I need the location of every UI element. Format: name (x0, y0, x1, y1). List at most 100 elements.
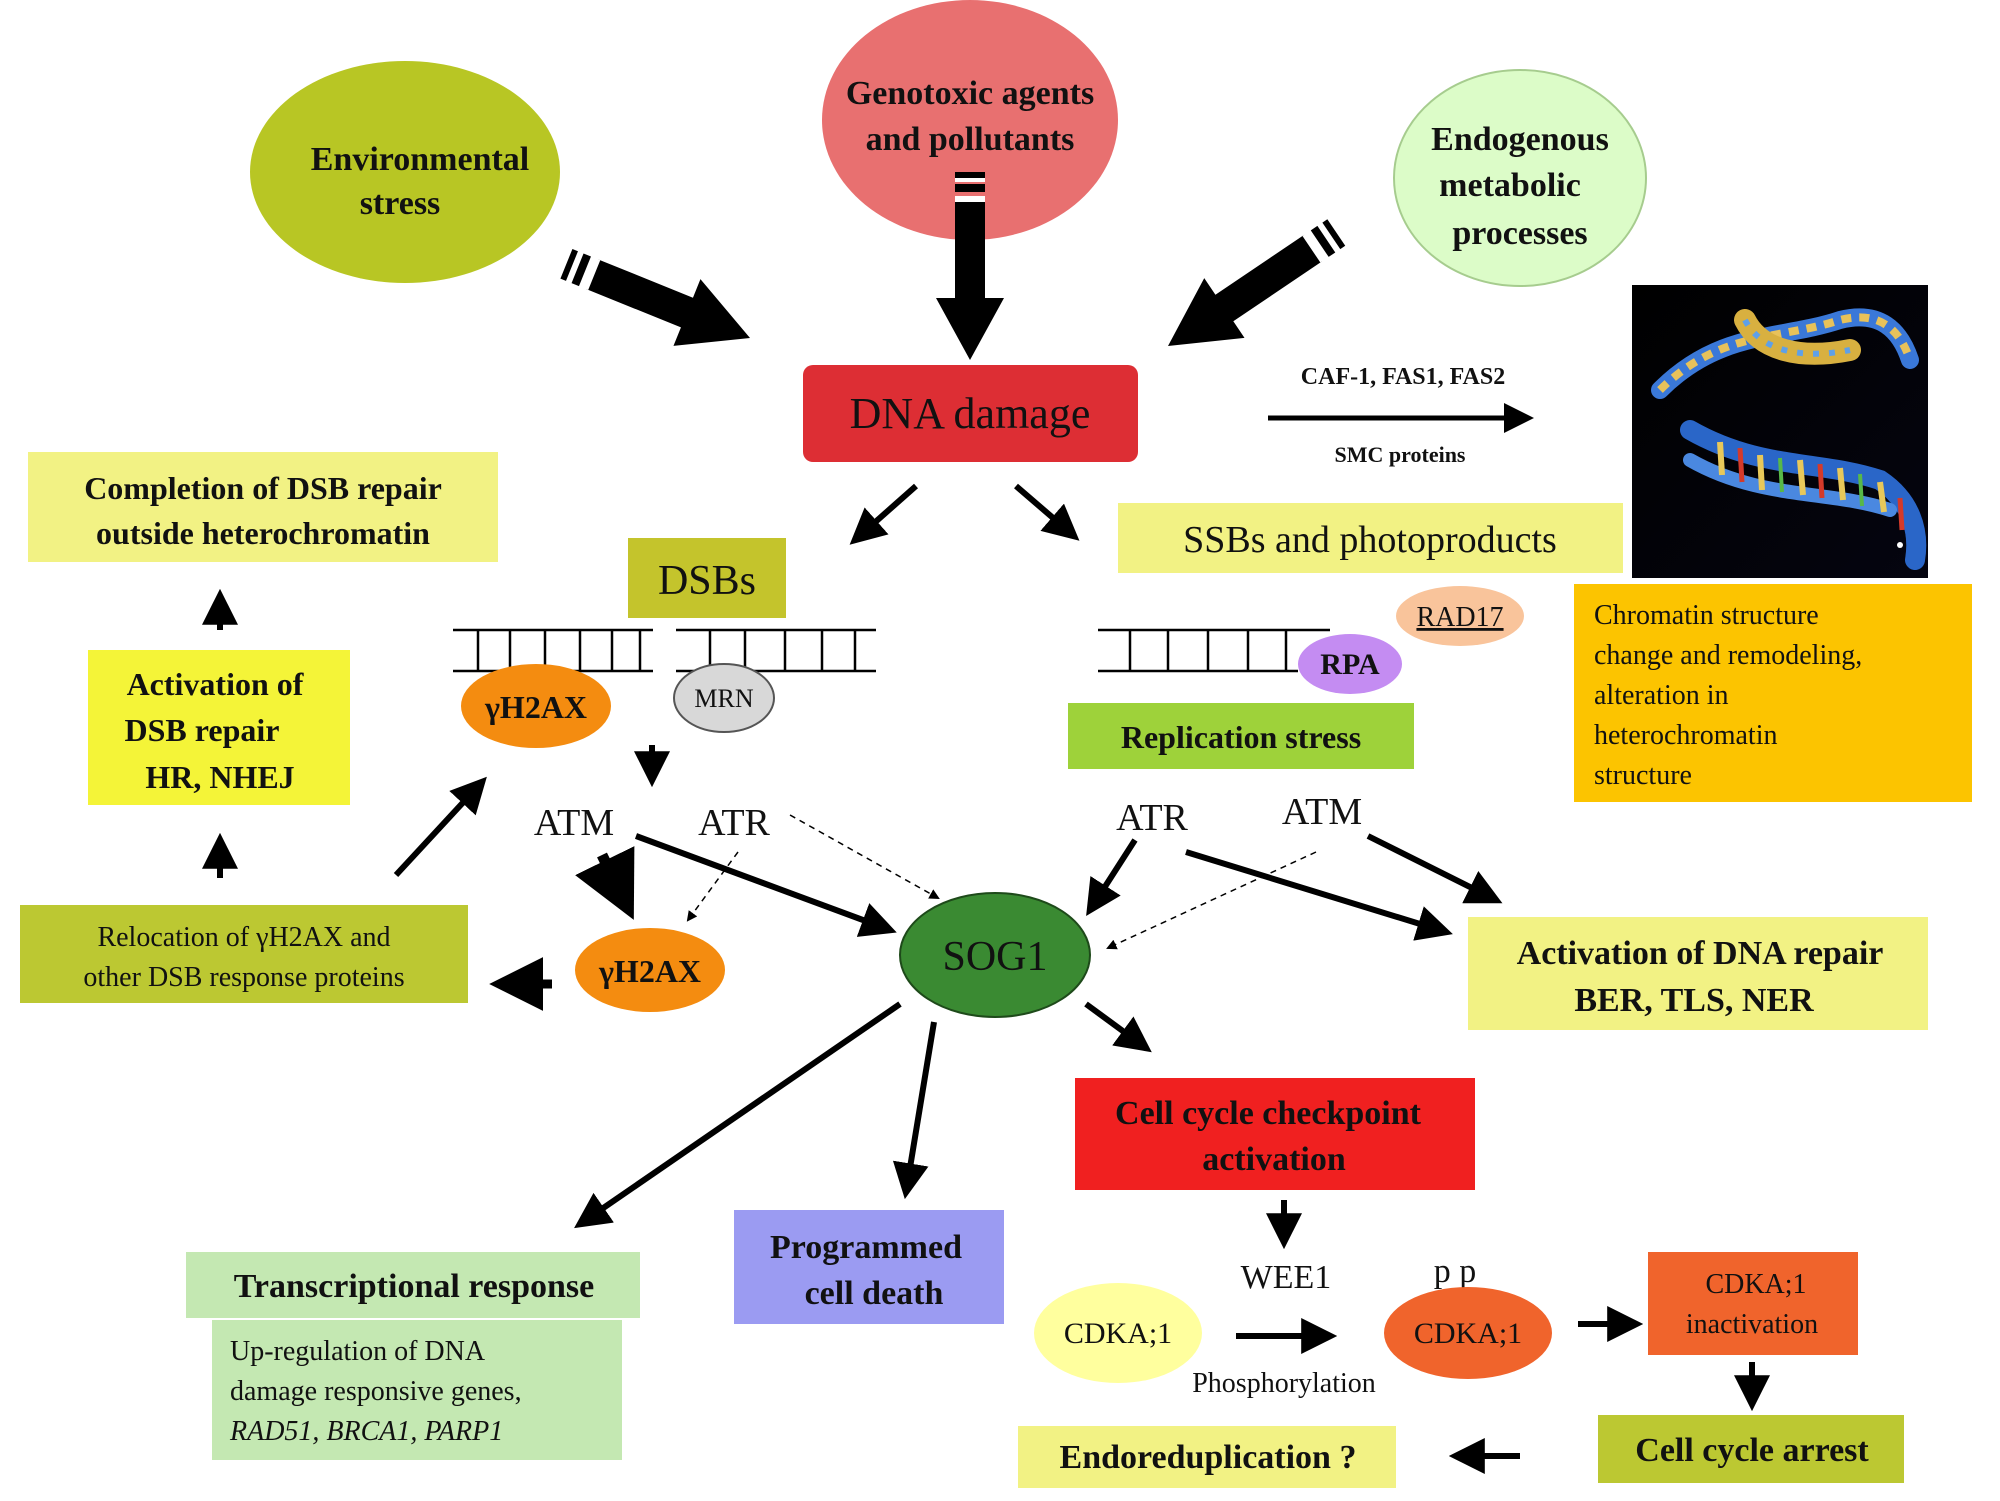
endogenous-processes-oval (1393, 69, 1647, 287)
arrow-atm-to-gh2ax (575, 846, 635, 920)
arrow-sog1-to-pcd (892, 1021, 937, 1200)
endogenous-processes-node: Endogenous metabolic processes (1393, 69, 1647, 287)
activation-dsb-line-3: HR, NHEJ (145, 759, 294, 795)
endogenous-label-2: metabolic (1439, 167, 1581, 204)
dsb-dna-strands (453, 628, 876, 673)
replication-stress-box (1068, 703, 1414, 769)
replication-stress-label: Replication stress (1121, 719, 1361, 755)
relocation-line-1: Relocation of γH2AX and (97, 922, 390, 953)
pcd-box (734, 1210, 1004, 1324)
dna-damage-label: DNA damage (850, 389, 1091, 438)
cdka1-inactivation-node: CDKA;1 inactivation (1648, 1252, 1858, 1355)
completion-dsb-repair-node: Completion of DSB repair outside heteroc… (28, 452, 498, 562)
environmental-stress-oval (250, 61, 560, 283)
genotoxic-agents-label-1: Genotoxic agents (846, 75, 1094, 112)
gh2ax-label-bottom: γH2AX (598, 953, 701, 989)
chromatin-proteins-top: CAF-1, FAS1, FAS2 (1301, 364, 1505, 390)
activation-dsb-line-2: DSB repair (125, 712, 280, 748)
chromatin-proteins-bottom: SMC proteins (1335, 442, 1466, 467)
rpa-oval (1298, 634, 1402, 694)
transcription-title-box (186, 1252, 640, 1318)
dna-repair-activation-node: Activation of DNA repair BER, TLS, NER (1468, 917, 1928, 1030)
chromatin-line-3: alteration in (1594, 680, 1729, 711)
cdka1-p-label: CDKA;1 (1414, 1317, 1522, 1350)
wee1-label: WEE1 (1241, 1259, 1332, 1296)
cdka1-label: CDKA;1 (1064, 1317, 1172, 1350)
atm-label-dsb: ATM (534, 802, 614, 844)
rpa-label: RPA (1320, 648, 1380, 681)
activation-dsb-box (88, 650, 350, 805)
ssb-dna-strands (1098, 628, 1330, 673)
transcription-body-box (212, 1320, 622, 1460)
pcd-line-1: Programmed (770, 1229, 962, 1266)
arrow-atm-to-dna-repair (1366, 833, 1503, 904)
endoreduplication-box (1018, 1426, 1396, 1488)
transcription-body-1: Up-regulation of DNA (230, 1336, 486, 1367)
relocation-node: Relocation of γH2AX and other DSB respon… (20, 905, 468, 1003)
arrow-relocation-to-gh2ax (393, 776, 487, 878)
inactivation-line-1: CDKA;1 (1705, 1269, 1806, 1300)
checkpoint-line-2: activation (1202, 1141, 1346, 1178)
dna-damage-box (803, 365, 1138, 462)
arrow-atm-to-sog1-dashed (1106, 851, 1317, 950)
chromosome-illustration (1632, 285, 1928, 578)
chromatin-line-5: structure (1594, 760, 1692, 791)
dna-repair-line-1: Activation of DNA repair (1517, 935, 1884, 972)
atr-label-dsb: ATR (698, 802, 770, 844)
transcription-title: Transcriptional response (234, 1268, 595, 1305)
arrow-atr-to-sog1 (1086, 838, 1138, 917)
chromatin-line-2: change and remodeling, (1594, 640, 1862, 671)
pcd-line-2: cell death (805, 1275, 944, 1312)
atm-label-ssb: ATM (1282, 791, 1362, 833)
ssbs-label: SSBs and photoproducts (1183, 519, 1557, 561)
activation-dsb-line-1: Activation of (127, 666, 304, 702)
environmental-stress-label-2: stress (360, 185, 441, 222)
pp-label: p p (1434, 1253, 1477, 1290)
programmed-cell-death-node: Programmed cell death (734, 1210, 1004, 1324)
completion-line-2: outside heterochromatin (96, 515, 430, 551)
checkpoint-line-1: Cell cycle checkpoint (1115, 1095, 1422, 1132)
sog1-label: SOG1 (942, 934, 1047, 980)
environmental-stress-node: Environmental stress (250, 61, 560, 283)
endogenous-label-3: processes (1452, 215, 1587, 252)
chromatin-structure-node: Chromatin structure change and remodelin… (1574, 584, 1972, 802)
gh2ax-oval-bottom (575, 928, 725, 1012)
dna-repair-line-2: BER, TLS, NER (1574, 982, 1814, 1019)
environmental-stress-label-1: Environmental (311, 141, 530, 178)
dna-repair-box (1468, 917, 1928, 1030)
arrow-atr-to-sog1-dashed (789, 814, 940, 900)
arrow-to-dsbs (849, 483, 918, 545)
chromatin-line-4: heterochromatin (1594, 720, 1777, 751)
transcription-genes: RAD51, BRCA1, PARP1 (229, 1416, 503, 1447)
arrow-to-ssbs (1014, 483, 1080, 541)
dna-damage-node: DNA damage (803, 365, 1138, 462)
cdka1-p-oval (1384, 1287, 1552, 1379)
endoreduplication-node: Endoreduplication ? (1018, 1426, 1396, 1488)
mrn-oval (673, 663, 775, 733)
genotoxic-agents-node: Genotoxic agents and pollutants (822, 0, 1118, 240)
inactivation-line-2: inactivation (1686, 1309, 1818, 1340)
chromatin-structure-box (1574, 584, 1972, 802)
arrow-sog1-to-checkpoint (1084, 1001, 1152, 1053)
endoreduplication-label: Endoreduplication ? (1060, 1439, 1357, 1476)
completion-box (28, 452, 498, 562)
big-arrow-middle (936, 172, 1004, 360)
atr-label-ssb: ATR (1116, 797, 1188, 839)
gh2ax-oval-top (461, 664, 611, 748)
mrn-label: MRN (694, 684, 753, 713)
cell-cycle-arrest-label: Cell cycle arrest (1635, 1432, 1869, 1469)
cell-cycle-checkpoint-node: Cell cycle checkpoint activation (1075, 1078, 1475, 1190)
checkpoint-box (1075, 1078, 1475, 1190)
dsbs-label: DSBs (658, 558, 756, 604)
rad17-oval (1396, 586, 1524, 646)
inactivation-box (1648, 1252, 1858, 1355)
transcription-body-2: damage responsive genes, (230, 1376, 522, 1407)
big-arrow-left (560, 248, 750, 346)
dsbs-box (628, 538, 786, 618)
sog1-oval (899, 892, 1091, 1018)
chromatin-line-1: Chromatin structure (1594, 600, 1819, 631)
endogenous-label-1: Endogenous (1431, 121, 1609, 158)
arrow-sog1-to-transcription (574, 1001, 902, 1229)
cell-cycle-arrest-node: Cell cycle arrest (1598, 1415, 1904, 1483)
